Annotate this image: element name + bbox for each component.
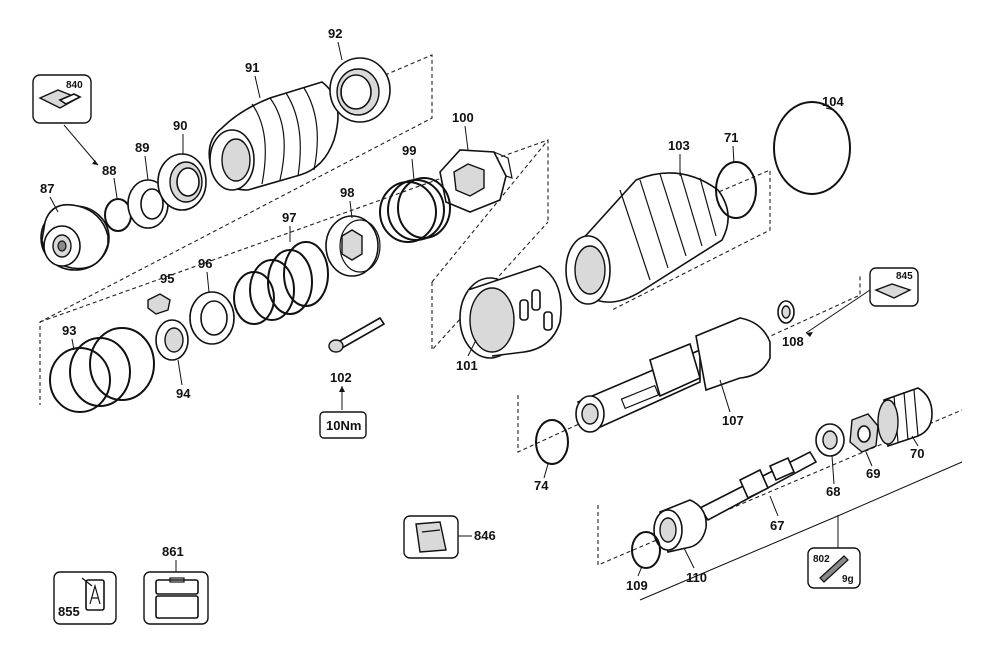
label-68: 68 [826,484,840,499]
torque-spec-box: 10Nm [319,411,367,439]
grease-802-icon: 802 9g [807,547,861,589]
label-88: 88 [102,163,116,178]
label-97: 97 [282,210,296,225]
part-99-spring: 99 [379,143,451,243]
label-69: 69 [866,466,880,481]
part-71-o-ring: 71 [715,130,757,219]
group-bracket [639,461,963,601]
part-100-gear-nut: 100 [439,110,513,213]
part-110-bushing: 110 [653,499,707,585]
label-855: 855 [58,604,80,619]
label-91: 91 [245,60,259,75]
label-74: 74 [534,478,549,493]
label-102: 102 [330,370,352,385]
manual-855-icon: 855 [53,571,117,625]
label-98: 98 [340,185,354,200]
label-104: 104 [822,94,844,109]
label-92: 92 [328,26,342,41]
part-70-threaded-sleeve: 70 [877,387,933,461]
case-861-icon: 861 [143,544,209,625]
label-87: 87 [40,181,54,196]
grease-840-icon: 840 [32,74,92,124]
part-68-washer: 68 [815,423,845,499]
part-108-small-seal: 108 [777,300,804,349]
part-90-bearing: 90 [157,118,207,211]
label-840: 840 [66,80,83,91]
label-109: 109 [626,578,648,593]
label-100: 100 [452,110,474,125]
label-95: 95 [160,271,174,286]
label-89: 89 [135,140,149,155]
label-845: 845 [896,271,913,282]
label-101: 101 [456,358,478,373]
label-93: 93 [62,323,76,338]
label-grease-qty: 9g [842,574,854,585]
part-67-striker: 67 [698,450,818,533]
label-802: 802 [813,554,830,565]
grease-845-icon: 845 [869,267,919,307]
part-95-small-block: 95 [147,271,174,315]
label-96: 96 [198,256,212,271]
part-107-spindle: 107 [575,317,771,433]
part-102-screw: 102 [328,316,386,410]
part-87-end-cap: 87 [40,181,110,271]
part-101-cage: 101 [456,265,562,373]
label-99: 99 [402,143,416,158]
part-88-retaining-ring: 88 [102,163,132,232]
part-109-o-ring: 109 [626,531,661,593]
part-104-large-o-ring: 104 [773,94,851,195]
part-74-o-ring: 74 [534,419,569,493]
part-89-washer: 89 [127,140,169,229]
part-91-bellows-sleeve: 91 [208,60,339,191]
label-110: 110 [686,570,707,585]
label-846: 846 [474,528,496,543]
label-861: 861 [162,544,184,559]
torque-label: 10Nm [326,418,361,433]
label-90: 90 [173,118,187,133]
bag-846-icon: 846 [403,515,496,559]
part-103-front-housing: 103 [565,138,729,305]
part-94-bushing: 94 [155,319,191,401]
label-67: 67 [770,518,784,533]
part-69-star-washer: 69 [849,413,880,481]
part-92-seal-ring: 92 [328,26,391,123]
label-108: 108 [782,334,804,349]
part-97-springs: 97 [233,210,329,325]
label-70: 70 [910,446,924,461]
label-94: 94 [176,386,191,401]
part-96-washer: 96 [189,256,235,345]
part-98-hex-socket: 98 [325,185,381,277]
label-107: 107 [722,413,744,428]
label-71: 71 [724,130,738,145]
label-103: 103 [668,138,690,153]
part-93-coil-springs: 93 [49,323,155,413]
